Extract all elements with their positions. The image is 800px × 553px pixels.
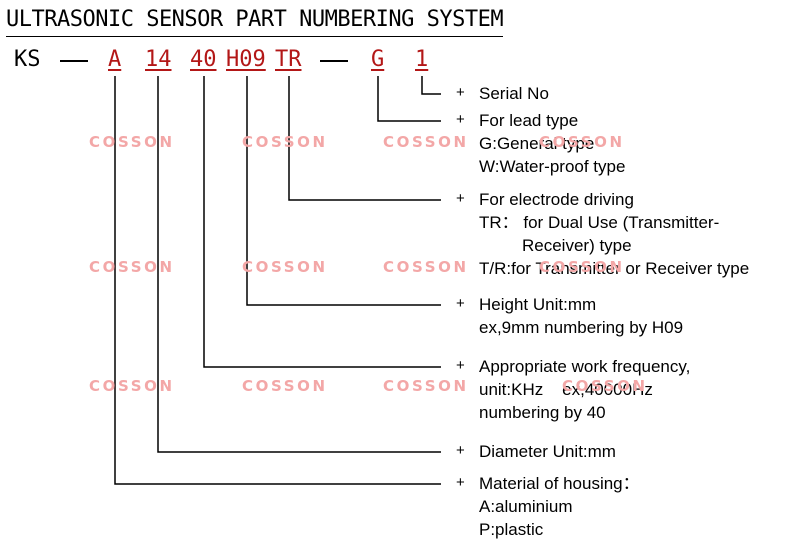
desc-line: Height Unit:mm xyxy=(479,295,597,314)
connector-lead xyxy=(377,76,441,122)
code-separator xyxy=(320,60,348,62)
desc-line: G:General type xyxy=(479,134,595,153)
bullet-electrode: + xyxy=(456,190,465,207)
desc-line: For electrode driving xyxy=(479,190,634,209)
desc-material: Material of housing： A:aluminium P:plast… xyxy=(479,472,640,541)
bullet-lead: + xyxy=(456,111,465,128)
code-electrode: TR xyxy=(275,47,302,72)
code-separator xyxy=(60,60,88,62)
watermark-text: COSSON xyxy=(539,133,625,151)
watermark-text: COSSON xyxy=(242,133,328,151)
code-frequency: 40 xyxy=(190,47,217,72)
desc-line: Appropriate work frequency, xyxy=(479,357,691,376)
bullet-height: + xyxy=(456,295,465,312)
connector-material xyxy=(114,76,441,485)
watermark-text: COSSON xyxy=(383,133,469,151)
desc-line: Serial No xyxy=(479,84,549,103)
watermark-text: COSSON xyxy=(383,258,469,276)
desc-serial: Serial No xyxy=(479,82,549,105)
code-diameter: 14 xyxy=(145,47,172,72)
code-height: H09 xyxy=(226,47,266,72)
watermark-text: COSSON xyxy=(89,258,175,276)
page-title: ULTRASONIC SENSOR PART NUMBERING SYSTEM xyxy=(6,4,504,37)
watermark-text: COSSON xyxy=(562,377,648,395)
watermark-text: COSSON xyxy=(242,258,328,276)
desc-line: W:Water-proof type xyxy=(479,157,626,176)
desc-line: unit:KHz ex,40000Hz xyxy=(479,380,653,399)
desc-line: Material of housing： xyxy=(479,474,640,493)
watermark-text: COSSON xyxy=(383,377,469,395)
bullet-material: + xyxy=(456,474,465,491)
watermark-text: COSSON xyxy=(539,258,625,276)
desc-line: ex,9mm numbering by H09 xyxy=(479,318,684,337)
desc-line: TR： for Dual Use (Transmitter- xyxy=(479,213,720,232)
desc-height: Height Unit:mm ex,9mm numbering by H09 xyxy=(479,293,683,339)
watermark-text: COSSON xyxy=(89,377,175,395)
connector-electrode xyxy=(288,76,441,201)
desc-diameter: Diameter Unit:mm xyxy=(479,440,616,463)
desc-lead: For lead type G:General type W:Water-pro… xyxy=(479,109,625,178)
connector-height xyxy=(246,76,441,306)
bullet-frequency: + xyxy=(456,357,465,374)
desc-line: For lead type xyxy=(479,111,579,130)
desc-electrode: For electrode driving TR： for Dual Use (… xyxy=(479,188,749,280)
desc-line: Receiver) type xyxy=(522,236,632,255)
bullet-serial: + xyxy=(456,84,465,101)
desc-line: numbering by 40 xyxy=(479,403,606,422)
desc-line: T/R:for Transmitter or Receiver type xyxy=(479,259,750,278)
desc-line: A:aluminium xyxy=(479,497,573,516)
bullet-diameter: + xyxy=(456,442,465,459)
connector-diameter xyxy=(157,76,441,453)
connector-serial xyxy=(421,76,441,95)
watermark-text: COSSON xyxy=(89,133,175,151)
code-serial: 1 xyxy=(415,47,429,72)
connector-frequency xyxy=(203,76,441,368)
code-prefix: KS xyxy=(14,47,41,72)
watermark-text: COSSON xyxy=(242,377,328,395)
desc-frequency: Appropriate work frequency, unit:KHz ex,… xyxy=(479,355,690,424)
code-material: A xyxy=(108,47,122,72)
desc-line: P:plastic xyxy=(479,520,544,539)
desc-line: Diameter Unit:mm xyxy=(479,442,616,461)
code-lead: G xyxy=(371,47,385,72)
